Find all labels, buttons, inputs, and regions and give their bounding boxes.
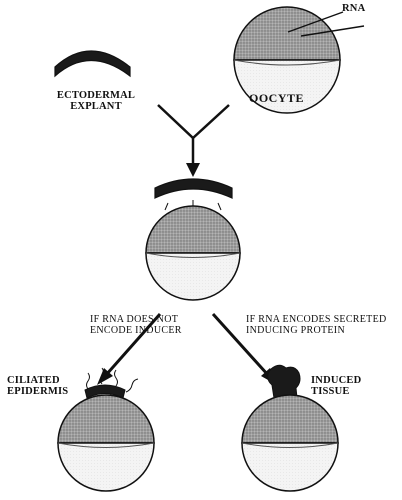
ciliated-epidermis-embryo [57,367,155,492]
rna-label-text: RNA [342,3,366,14]
if-not-inducer-line-1: IF RNA DOES NOT [90,314,179,325]
induced-tissue-line-2: TISSUE [311,386,350,398]
induced-tissue-line-1: INDUCED [311,375,362,386]
ciliated-epidermis-line-2: EPIDERMIS [7,386,69,398]
rna-pointer [287,11,365,37]
rna-label: RNA [342,3,365,14]
ciliated-epidermis-label: CILIATED EPIDERMIS [7,375,68,397]
ectodermal-explant-line-1: ECTODERMAL [56,90,136,101]
ciliated-epidermis-line-1: CILIATED [7,375,60,386]
ectodermal-explant-line-2: EXPLANT [70,101,122,113]
if-secreted-inducer-line-2: INDUCING PROTEIN [246,324,345,336]
if-not-inducer-label: IF RNA DOES NOT ENCODE INDUCER [90,314,182,336]
induced-tissue-label: INDUCED TISSUE [311,375,361,397]
ectodermal-explant [54,50,131,78]
if-secreted-inducer-label: IF RNA ENCODES SECRETED INDUCING PROTEIN [246,314,387,336]
combination-arrow [157,104,230,177]
induced-tissue-embryo [241,364,339,492]
oocyte-label-text: OOCYTE [249,91,305,105]
ectodermal-explant-label: ECTODERMAL EXPLANT [50,90,142,112]
oocyte-label: OOCYTE [249,92,304,105]
if-secreted-inducer-line-1: IF RNA ENCODES SECRETED [246,314,387,325]
explant-on-oocyte [145,178,241,301]
if-not-inducer-line-2: ENCODE INDUCER [90,324,182,336]
oocyte [233,6,341,114]
